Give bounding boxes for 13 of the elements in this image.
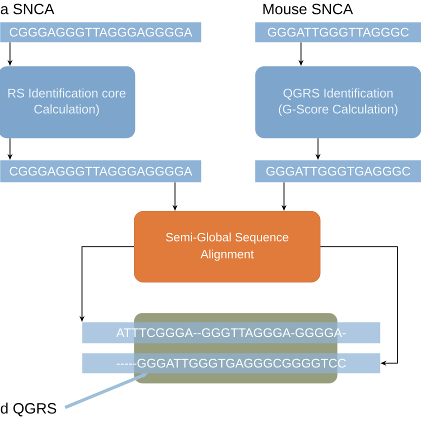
process-box: QGRS Identification (G-Score Calculation) xyxy=(255,66,421,138)
sequence-bar: CGGGAGGGTTAGGGAGGGGA xyxy=(0,160,202,182)
sequence-bar: GGGATTGGGTGAGGGC xyxy=(255,160,421,182)
sequence-title: a SNCA xyxy=(0,4,54,14)
process-box: RS Identification core Calculation) xyxy=(0,66,136,138)
sequence-bar: ATTTCGGGA--GGGTTAGGGA-GGGGA- xyxy=(82,322,380,344)
sequence-bar: CGGGAGGGTTAGGGAGGGGA xyxy=(0,22,202,42)
sequence-bar: GGGATTGGGTTAGGGC xyxy=(255,22,421,42)
sequence-bar: -----GGGATTGGGTGAGGGCGGGGTCC xyxy=(82,353,380,374)
arrow xyxy=(320,246,398,366)
caption-text: d QGRS xyxy=(0,402,56,416)
sequence-title: Mouse SNCA xyxy=(263,4,353,14)
alignment-box: Semi-Global Sequence Alignment xyxy=(134,211,320,282)
